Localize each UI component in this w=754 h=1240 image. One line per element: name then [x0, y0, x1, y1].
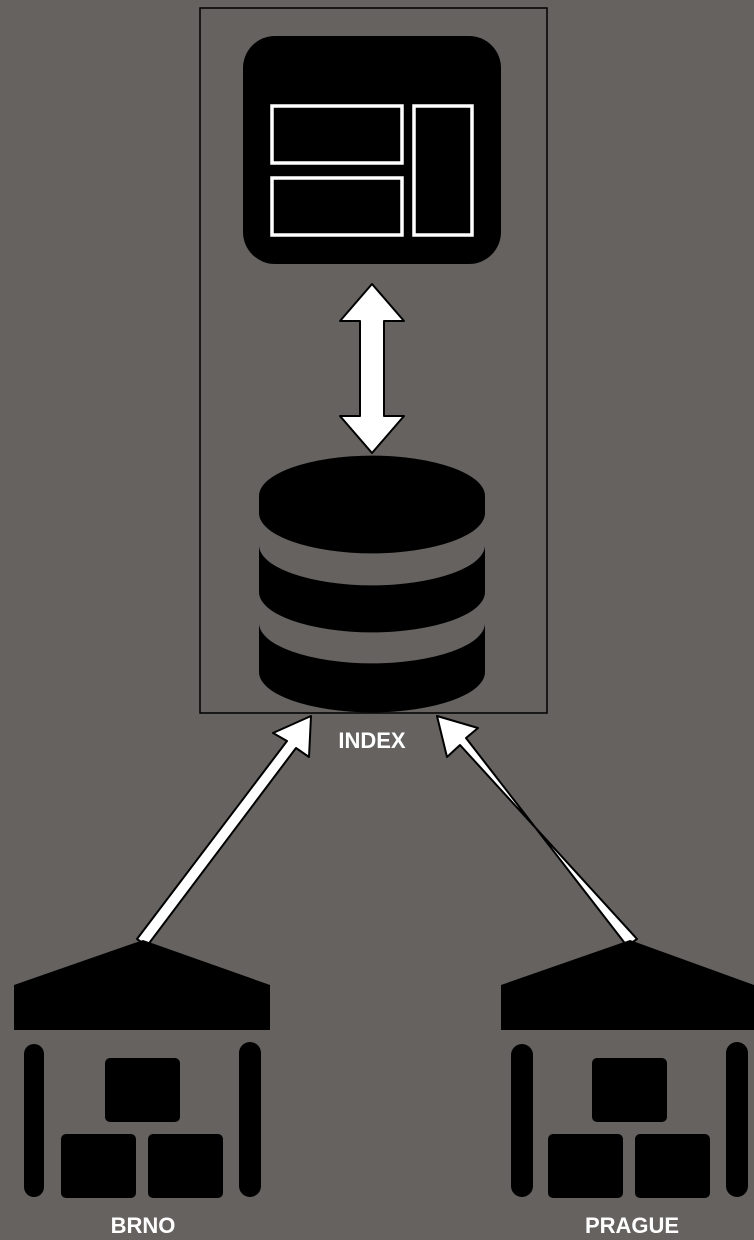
- arrow-brno-to-index: [136, 715, 312, 947]
- double-arrow-icon: [339, 283, 405, 454]
- index-label: INDEX: [338, 728, 406, 753]
- database-icon: [259, 455, 485, 713]
- index-container: [199, 7, 548, 714]
- warehouse-icon: [14, 940, 270, 1198]
- web-app-window-icon: [243, 36, 501, 264]
- brno-label: BRNO: [110, 1213, 176, 1238]
- arrow-prague-to-index: [436, 715, 638, 947]
- warehouse-icon: [501, 940, 754, 1198]
- prague-label: PRAGUE: [584, 1213, 680, 1238]
